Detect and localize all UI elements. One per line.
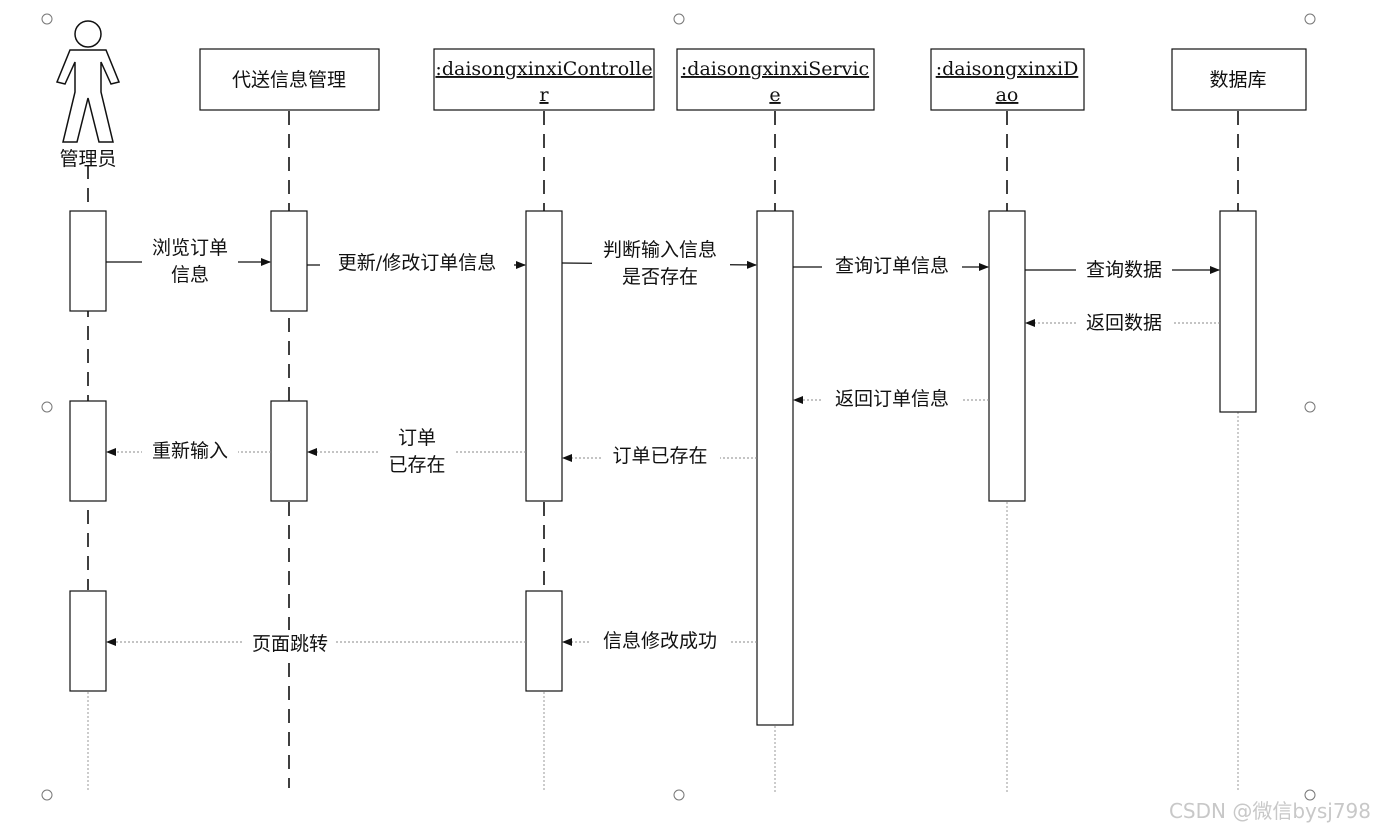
activation-actor-2 xyxy=(69,400,107,502)
msg-reinput: 重新输入 xyxy=(152,440,228,462)
msg-query-data: 查询数据 xyxy=(1086,259,1162,281)
activation-bars xyxy=(69,210,1257,726)
actor-icon xyxy=(55,20,121,143)
participant-label-service-l2: e xyxy=(769,84,780,106)
participant-label-dao-l2: ao xyxy=(996,84,1019,106)
msg-update-order: 更新/修改订单信息 xyxy=(338,252,496,274)
participant-label-controller-l2: r xyxy=(539,84,549,106)
participant-box-service xyxy=(676,48,875,111)
activation-database xyxy=(1219,210,1257,413)
msg-return-order: 返回订单信息 xyxy=(835,388,949,410)
participant-label-management: 代送信息管理 xyxy=(232,69,346,91)
msg-return-data: 返回数据 xyxy=(1086,312,1162,334)
msg-query-order: 查询订单信息 xyxy=(835,255,949,277)
participant-boxes xyxy=(199,48,1307,111)
msg-check-exists-l2: 是否存在 xyxy=(622,266,698,288)
msg-order-exists-2-l2: 已存在 xyxy=(388,454,445,476)
activation-dao xyxy=(988,210,1026,502)
participant-label-database: 数据库 xyxy=(1209,69,1266,91)
activation-service xyxy=(756,210,794,726)
msg-check-exists-l1: 判断输入信息 xyxy=(603,239,717,261)
activation-management-2 xyxy=(270,400,308,502)
msg-modify-success: 信息修改成功 xyxy=(603,630,717,652)
msg-page-jump: 页面跳转 xyxy=(252,633,328,655)
activation-management-1 xyxy=(270,210,308,312)
participant-label-dao-l1: :daisongxinxiD xyxy=(936,58,1079,80)
participant-label-service-l1: :daisongxinxiServic xyxy=(681,58,869,80)
participant-box-dao xyxy=(930,48,1085,111)
participant-box-controller xyxy=(433,48,655,111)
activation-controller-1 xyxy=(525,210,563,502)
msg-browse-order-l2: 信息 xyxy=(171,264,209,286)
msg-browse-order-l1: 浏览订单 xyxy=(152,237,228,259)
selection-handles xyxy=(41,13,1316,801)
msg-order-exists-2-l1: 订单 xyxy=(398,427,436,449)
actor-label: 管理员 xyxy=(59,148,116,170)
activation-actor-1 xyxy=(69,210,107,312)
participant-label-controller-l1: :daisongxinxiControlle xyxy=(435,58,652,80)
watermark: CSDN @微信bysj798 xyxy=(1169,799,1371,823)
msg-order-exists: 订单已存在 xyxy=(612,445,707,467)
activation-controller-2 xyxy=(525,590,563,692)
participant-box-database xyxy=(1171,48,1307,111)
activation-actor-3 xyxy=(69,590,107,692)
participant-box-management xyxy=(199,48,380,111)
message-label-backgrounds xyxy=(142,234,1172,656)
